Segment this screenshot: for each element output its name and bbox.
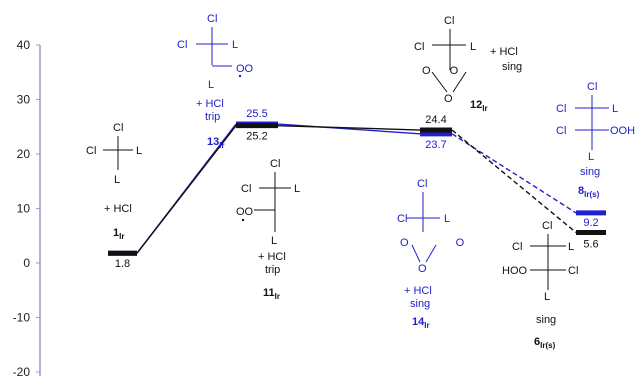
species-6-note: sing xyxy=(536,314,556,326)
y-tick-label: 10 xyxy=(17,202,31,216)
species-8-note: sing xyxy=(580,166,600,178)
species-8-left2-atom: Cl xyxy=(556,125,566,137)
species-8-bottom-atom: L xyxy=(588,151,594,163)
black-value-label: 24.4 xyxy=(425,114,446,126)
species-11-right-atom: L xyxy=(294,183,300,195)
species-11-note-1: + HCl xyxy=(258,251,286,263)
species-13-structure: Cl Cl L OO L + HCl trip 13Ir xyxy=(177,13,254,150)
species-6-structure: Cl Cl L HOO Cl L sing 6Ir(s) xyxy=(502,220,578,350)
species-11-radical-dot xyxy=(241,218,245,222)
y-tick-label: 20 xyxy=(17,147,31,161)
species-14-id: 14Ir xyxy=(412,316,430,330)
species-6-top-atom: Cl xyxy=(542,220,552,232)
species-14-note-2: sing xyxy=(410,298,430,310)
species-1-top-atom: Cl xyxy=(113,122,123,134)
y-tick-label: 30 xyxy=(17,93,31,107)
species-1-right-atom: L xyxy=(136,145,142,157)
species-14-top-atom: Cl xyxy=(417,178,427,190)
species-6-id: 6Ir(s) xyxy=(534,336,556,350)
species-13-radical-dot xyxy=(238,74,242,78)
species-11-note-2: trip xyxy=(265,264,280,276)
species-1-id: 1Ir xyxy=(113,227,124,241)
species-13-peroxy-group: OO xyxy=(236,63,254,75)
species-11-left-atom: Cl xyxy=(241,183,251,195)
y-tick-label: 0 xyxy=(23,256,30,270)
black-connector xyxy=(136,125,237,254)
species-6-left-atom: Cl xyxy=(512,241,522,253)
species-6-bottom-atom: L xyxy=(544,291,550,303)
connector-lines xyxy=(136,123,577,254)
species-12-ring-oxygens: O O xyxy=(422,65,466,77)
species-13-id: 13Ir xyxy=(207,136,225,150)
species-1-note: + HCl xyxy=(104,203,132,215)
species-13-bottom-atom: L xyxy=(208,79,214,91)
species-8-top-atom: Cl xyxy=(587,81,597,93)
species-8-id: 8Ir(s) xyxy=(578,185,600,199)
species-8-right-atom: OOH xyxy=(610,125,635,137)
blue-connector xyxy=(277,123,421,135)
species-12-structure: Cl Cl L O O O + HCl sing 12Ir xyxy=(414,15,522,113)
species-12-note-1: + HCl xyxy=(490,46,518,58)
species-6-left2-atom: HOO xyxy=(502,265,528,277)
black-connector xyxy=(451,129,577,234)
species-14-ring-oxygens: O O xyxy=(400,237,486,249)
species-12-note-2: sing xyxy=(502,61,522,73)
value-labels: 1.8 25.2 24.4 5.6 25.5 23.7 9.2 xyxy=(115,108,599,270)
blue-value-label: 23.7 xyxy=(425,139,446,151)
species-14-note-1: + HCl xyxy=(404,285,432,297)
black-value-label: 1.8 xyxy=(115,258,130,270)
y-tick-group: -20 -10 0 10 20 30 40 xyxy=(13,38,40,379)
species-6-right-atom: Cl xyxy=(568,265,578,277)
species-11-id: 11Ir xyxy=(263,287,280,301)
species-12-ring-bottom: O xyxy=(444,93,453,105)
species-14-left-atom: Cl xyxy=(397,213,407,225)
species-13-note-1: + HCl xyxy=(196,98,224,110)
species-13-right-atom: L xyxy=(232,39,238,51)
y-tick-label: 40 xyxy=(17,38,31,52)
species-12-right-atom: L xyxy=(470,41,476,53)
species-12-top-atom: Cl xyxy=(444,15,454,27)
blue-value-label: 9.2 xyxy=(583,217,598,229)
species-8-right-l: L xyxy=(612,103,618,115)
species-11-bottom-atom: L xyxy=(271,235,277,247)
species-1-bottom-atom: L xyxy=(114,174,120,186)
species-13-left-atom: Cl xyxy=(177,39,187,51)
species-14-ring-bottom: O xyxy=(418,263,427,275)
species-11-structure: Cl Cl L OO L + HCl trip 11Ir xyxy=(236,158,300,301)
species-8-structure: Cl Cl L Cl OOH L sing 8Ir(s) xyxy=(556,81,635,199)
species-13-note-2: trip xyxy=(205,111,220,123)
black-value-label: 5.6 xyxy=(583,238,598,250)
species-11-peroxy-group: OO xyxy=(236,206,254,218)
species-1-structure: Cl Cl L L + HCl 1Ir xyxy=(86,122,142,241)
species-14-structure: Cl Cl L O O O + HCl sing 14Ir xyxy=(397,178,486,330)
y-tick-label: -20 xyxy=(13,365,31,379)
black-value-label: 25.2 xyxy=(246,131,267,143)
blue-value-label: 25.5 xyxy=(246,108,267,120)
species-12-left-atom: Cl xyxy=(414,41,424,53)
species-8-left-atom: Cl xyxy=(556,103,566,115)
species-12-id: 12Ir xyxy=(470,99,488,113)
species-1-left-atom: Cl xyxy=(86,145,96,157)
species-13-top-atom: Cl xyxy=(207,13,217,25)
species-6-right-l: L xyxy=(568,241,574,253)
y-tick-label: -10 xyxy=(13,311,31,325)
black-connector xyxy=(277,124,421,131)
species-11-top-atom: Cl xyxy=(270,158,280,170)
species-14-right-atom: L xyxy=(444,213,450,225)
energy-levels xyxy=(108,121,606,256)
